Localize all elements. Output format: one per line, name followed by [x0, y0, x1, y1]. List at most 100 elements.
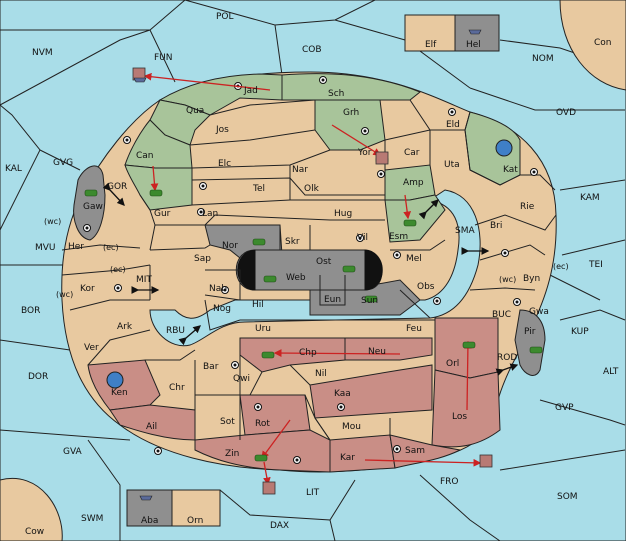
label-wc: (wc): [499, 275, 516, 284]
sea-label-dor: DOR: [28, 372, 48, 382]
sea-label-gva: GVA: [63, 447, 83, 457]
region-pir[interactable]: [514, 309, 546, 376]
label-car: Car: [404, 148, 420, 158]
sea-label-tei: TEI: [588, 260, 603, 270]
label-can: Can: [136, 151, 154, 161]
label-mel: Mel: [406, 254, 422, 264]
label-eun: Eun: [324, 295, 341, 305]
label-lan: Lan: [202, 209, 218, 219]
region-gur[interactable]: [124, 164, 193, 211]
label-ec: (ec): [553, 262, 569, 271]
label-ver: Ver: [84, 343, 99, 353]
label-mou: Mou: [342, 422, 361, 432]
fleet-unit-circle: [106, 139, 513, 389]
label-uru: Uru: [255, 324, 271, 334]
label-jos: Jos: [215, 125, 229, 135]
label-nil: Nil: [315, 369, 327, 379]
sea-label-cob: COB: [302, 45, 322, 55]
region-gaw[interactable]: [73, 165, 106, 241]
label-nor: Nor: [222, 241, 238, 251]
sea-label-kam: KAM: [580, 193, 600, 203]
units: [84, 29, 543, 501]
box-aba[interactable]: [126, 489, 173, 527]
box-orn[interactable]: [171, 489, 221, 527]
sea-label-rod: ROD: [497, 353, 517, 363]
label-neu: Neu: [368, 347, 386, 357]
label-bri: Bri: [490, 221, 502, 231]
sea-label-nom: NOM: [532, 54, 554, 64]
label-sun: Sun: [361, 296, 378, 306]
sea-label-som: SOM: [557, 492, 578, 502]
sea-label-rbu: RBU: [166, 326, 185, 336]
label-amp: Amp: [403, 178, 424, 188]
sea-label-mit: MIT: [136, 275, 152, 285]
label-skr: Skr: [285, 237, 300, 247]
label-los: Los: [452, 412, 467, 422]
label-kat: Kat: [503, 165, 518, 175]
sea-label-lit: LIT: [306, 488, 320, 498]
sea-label-fro: FRO: [440, 477, 459, 487]
label-hil: Hil: [252, 300, 264, 310]
ship-icon: [133, 29, 482, 501]
label-aba: Aba: [141, 516, 158, 526]
label-nar: Nar: [292, 165, 308, 175]
land-borders: [61, 99, 557, 441]
label-rot: Rot: [255, 419, 270, 429]
sea-label-pol: POL: [216, 12, 234, 22]
region-can[interactable]: [124, 119, 193, 169]
sea-label-gvg: GVG: [53, 158, 73, 168]
label-hug: Hug: [334, 209, 352, 219]
label-zin: Zin: [225, 449, 239, 459]
region-jad[interactable]: [158, 73, 283, 116]
sea-label-swm: SWM: [81, 514, 103, 524]
box-elf[interactable]: [404, 14, 456, 52]
label-gaw: Gaw: [83, 202, 103, 212]
label-hel: Hel: [466, 40, 481, 50]
label-ark: Ark: [117, 322, 133, 332]
label-orn: Orn: [187, 516, 203, 526]
label-chp: Chp: [299, 348, 317, 358]
sea-label-gor: GOR: [107, 182, 127, 192]
sea-label-alt: ALT: [603, 367, 619, 377]
label-sch: Sch: [328, 89, 344, 99]
label-ost: Ost: [316, 257, 332, 267]
sea-label-buc: BUC: [492, 310, 511, 320]
label-kor: Kor: [80, 284, 95, 294]
region-capital-ring: [235, 249, 383, 291]
region-ken[interactable]: [87, 359, 161, 411]
region-rot[interactable]: [239, 394, 311, 436]
box-hel[interactable]: [454, 14, 500, 52]
label-ken: Ken: [111, 388, 128, 398]
label-wc: (wc): [44, 217, 61, 226]
region-sam[interactable]: [389, 434, 462, 469]
label-rie: Rie: [520, 202, 535, 212]
label-nog: Nog: [213, 304, 231, 314]
label-byn: Byn: [523, 274, 540, 284]
label-qua: Qua: [186, 106, 204, 116]
sea-label-kal: KAL: [5, 164, 22, 174]
capital-left-cap: [237, 249, 256, 291]
label-kar: Kar: [340, 453, 355, 463]
label-vil: Vil: [357, 233, 368, 243]
region-los[interactable]: [431, 369, 501, 448]
label-web: Web: [286, 273, 306, 283]
sea-label-kup: KUP: [571, 327, 589, 337]
sea-label-ovd: OVD: [556, 108, 576, 118]
sea-label-mvu: MVU: [35, 243, 56, 253]
label-qwi: Qwi: [233, 374, 250, 384]
label-jad: Jad: [243, 86, 258, 96]
region-neu[interactable]: [344, 337, 433, 361]
label-chr: Chr: [169, 383, 185, 393]
label-cow: Cow: [25, 527, 44, 537]
sea-label-dax: DAX: [270, 521, 289, 531]
sea-label-sma: SMA: [455, 226, 475, 236]
label-ec: (ec): [110, 265, 126, 274]
sea-label-gvp: GVP: [555, 403, 574, 413]
label-ec: (ec): [103, 243, 119, 252]
label-ail: Ail: [146, 422, 157, 432]
label-con: Con: [594, 38, 612, 48]
capital-right-cap: [364, 249, 383, 291]
label-orl: Orl: [446, 359, 459, 369]
